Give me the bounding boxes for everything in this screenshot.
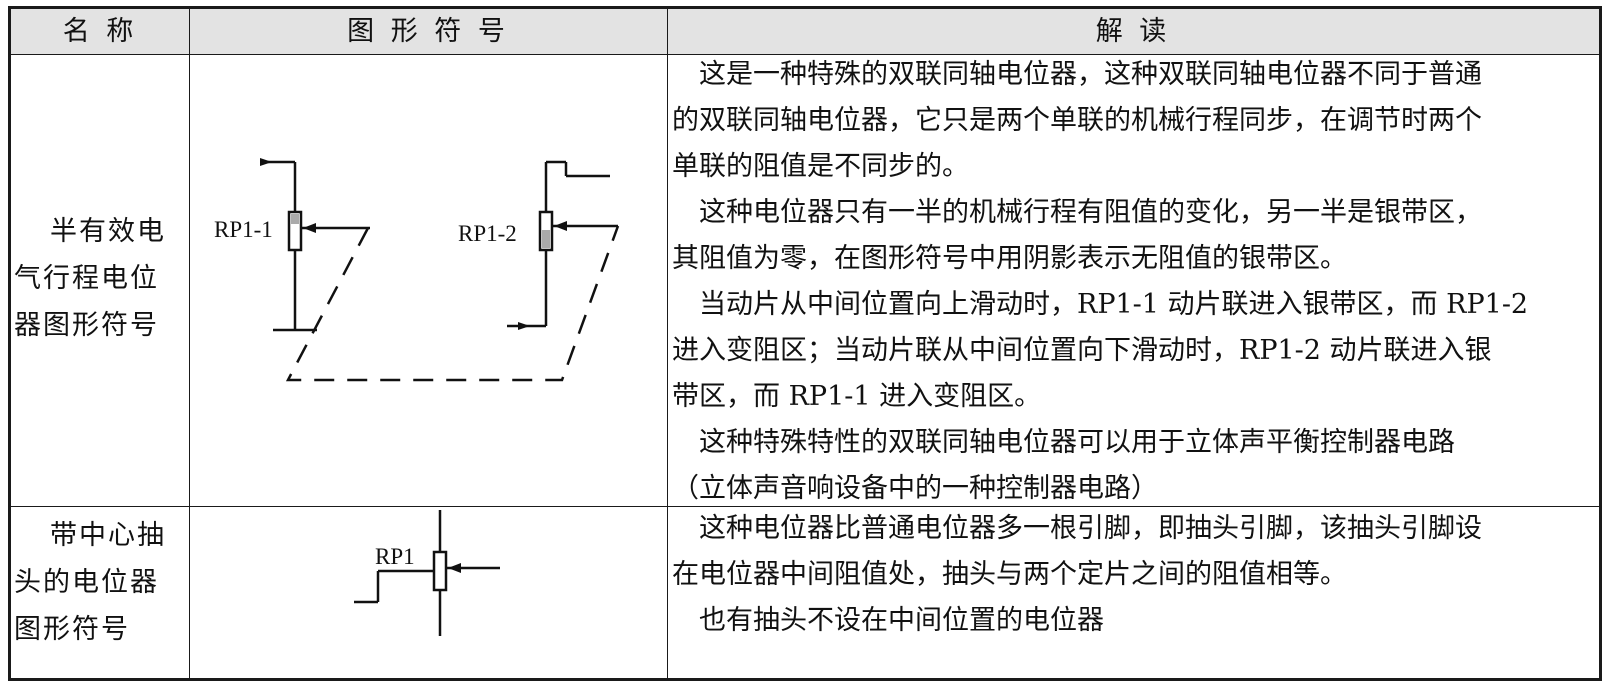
row2-paragraph: 这种电位器比普通电位器多一根引脚，即抽头引脚，该抽头引脚设 在电位器中间阻值处，… (672, 513, 1482, 590)
row1-name-line: 半有效电 (50, 216, 166, 247)
rp1-label: RP1 (375, 544, 415, 569)
rp1-2-symbol (507, 160, 618, 330)
row-divider (11, 506, 1599, 507)
rp1-1-symbol (260, 158, 370, 332)
row2-name-line: 头的电位器 (14, 567, 159, 598)
row2-paragraph: 也有抽头不设在中间位置的电位器 (672, 605, 1104, 636)
header-divider (11, 54, 1599, 55)
half-effective-potentiometer-symbol: RP1-1 RP1-2 (214, 158, 620, 382)
row1-paragraph: 这是一种特殊的双联同轴电位器，这种双联同轴电位器不同于普通 的双联同轴电位器，它… (672, 59, 1482, 182)
row1-name-line: 器图形符号 (14, 310, 159, 341)
row1-paragraph: 当动片从中间位置向上滑动时，RP1-1 动片联进入银带区，而 RP1-2 进入变… (672, 289, 1529, 412)
interpretation-table: 名 称 图 形 符 号 解 读 (8, 6, 1602, 681)
row1-paragraph: 这种电位器只有一半的机械行程有阻值的变化，另一半是银带区， 其阻值为零，在图形符… (672, 197, 1482, 274)
header-name: 名 称 (62, 16, 138, 47)
row2-name-line: 带中心抽 (50, 520, 166, 551)
rp1-2-label: RP1-2 (458, 221, 517, 246)
table-header-background (11, 9, 1599, 54)
row1-name-line: 气行程电位 (14, 263, 159, 294)
column-divider (189, 9, 190, 678)
header-symbol: 图 形 符 号 (347, 16, 509, 47)
header-interpretation: 解 读 (1095, 16, 1171, 47)
rp1-1-label: RP1-1 (214, 217, 273, 242)
row1-paragraph: 这种特殊特性的双联同轴电位器可以用于立体声平衡控制器电路 （立体声音响设备中的一… (672, 427, 1455, 504)
column-divider (667, 9, 668, 678)
mechanical-linkage-dashed (285, 225, 620, 382)
center-tap-potentiometer-symbol: RP1 (354, 510, 500, 636)
row2-name-line: 图形符号 (14, 614, 130, 645)
